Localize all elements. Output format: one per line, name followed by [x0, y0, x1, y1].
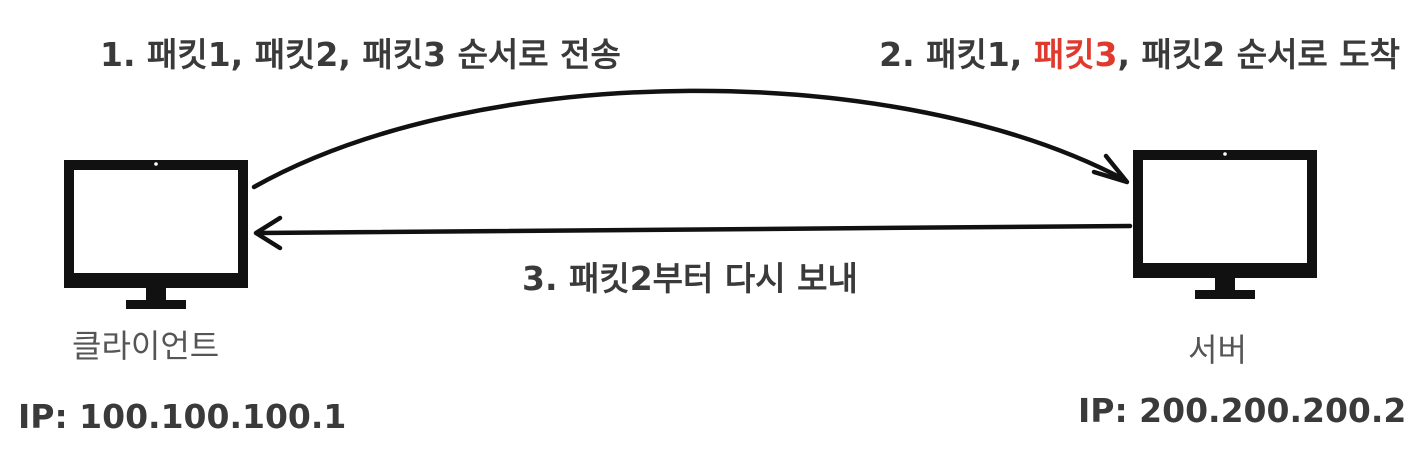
- send-arrowhead-icon: [1091, 153, 1130, 185]
- resend-arrow: [255, 223, 1133, 236]
- server-ip-label: IP: 200.200.200.2: [1078, 391, 1407, 430]
- step2-highlight: 패킷3: [1033, 35, 1118, 74]
- step2-suffix: , 패킷2 순서로 도착: [1117, 35, 1400, 74]
- step3-resend-label: 3. 패킷2부터 다시 보내: [522, 259, 858, 298]
- server-monitor-icon: [1133, 150, 1317, 299]
- client-ip-label: IP: 100.100.100.1: [18, 397, 347, 436]
- server-name-label: 서버: [1188, 331, 1247, 369]
- step1-send-label: 1. 패킷1, 패킷2, 패킷3 순서로 전송: [100, 35, 621, 74]
- client-name-label: 클라이언트: [72, 327, 220, 365]
- step2-arrive-label: 2. 패킷1, 패킷3, 패킷2 순서로 도착: [879, 38, 1400, 71]
- send-arrow: [251, 88, 1128, 190]
- resend-arrowhead-icon: [253, 215, 283, 251]
- client-monitor-icon: [64, 160, 248, 309]
- step2-prefix: 2. 패킷1,: [879, 35, 1034, 74]
